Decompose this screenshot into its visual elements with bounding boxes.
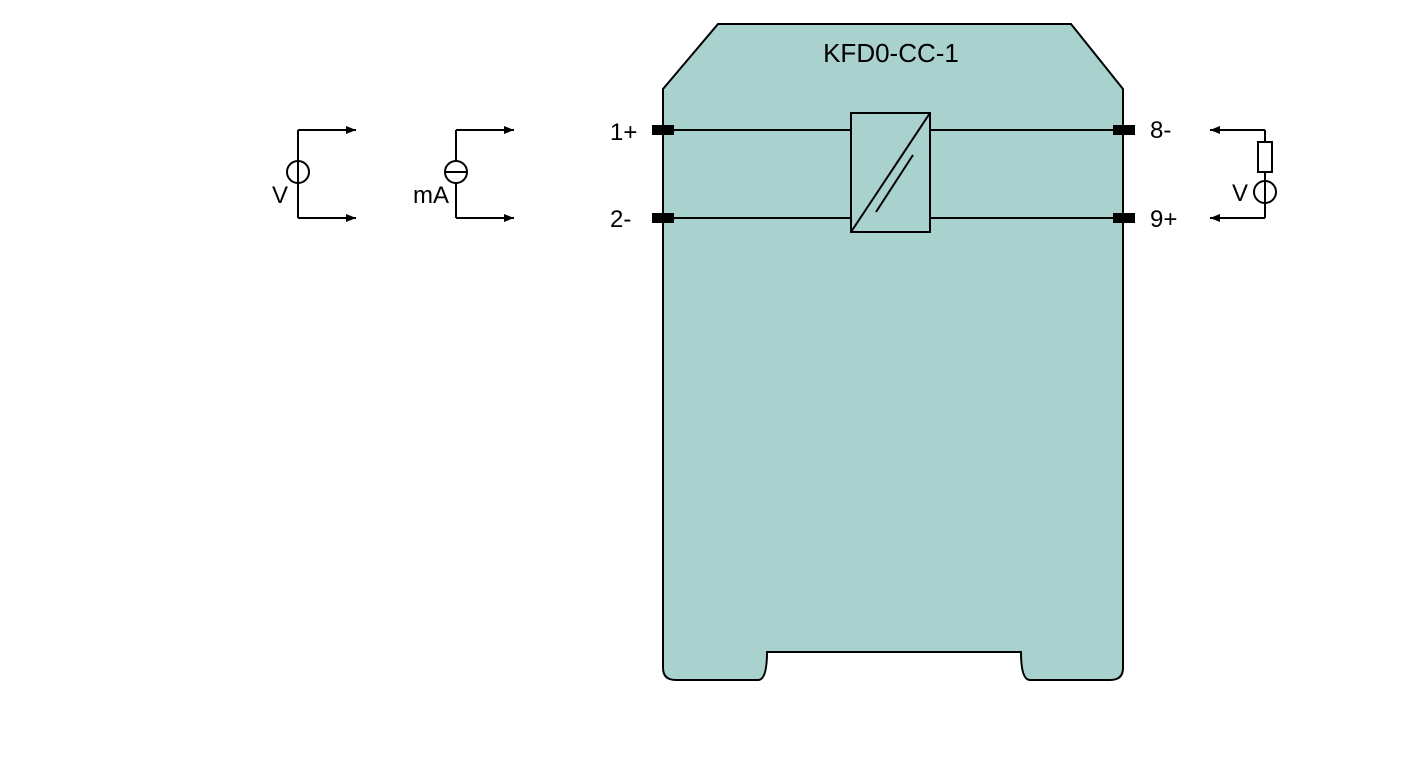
current-input-label: mA — [413, 182, 449, 209]
current-input-source — [444, 126, 514, 222]
internal-wiring — [674, 129, 1113, 219]
terminal-9-label: 9+ — [1150, 206, 1177, 233]
output-voltage-label: V — [1232, 180, 1248, 207]
resistor-icon — [1257, 141, 1273, 173]
terminal-9 — [1113, 213, 1135, 223]
terminal-1-label: 1+ — [610, 119, 637, 146]
terminal-2-label: 2- — [610, 206, 631, 233]
terminal-1 — [652, 125, 674, 135]
voltage-input-label: V — [272, 182, 288, 209]
device-housing — [662, 23, 1124, 681]
terminal-8 — [1113, 125, 1135, 135]
terminal-8-label: 8- — [1150, 117, 1171, 144]
output-load — [1210, 126, 1277, 222]
converter-symbol — [850, 112, 931, 233]
terminal-2 — [652, 213, 674, 223]
device-title: KFD0-CC-1 — [823, 38, 959, 68]
